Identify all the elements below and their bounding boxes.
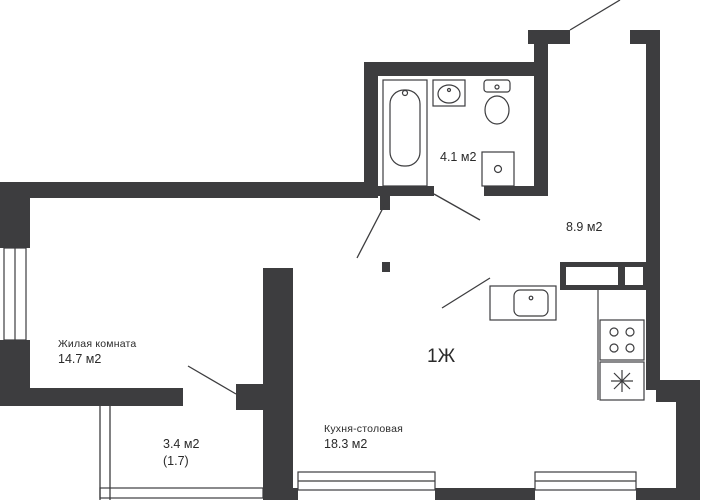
wall-bathroom-left [364, 62, 378, 198]
wall-right-bottom [676, 380, 700, 500]
wall-cutouts [518, 150, 643, 285]
wall-living-left-upper [0, 182, 30, 248]
living-room-name: Жилая комната [58, 338, 137, 350]
wall-pier [236, 384, 264, 410]
bathtub-icon [382, 79, 428, 187]
stove-icon [599, 319, 645, 361]
wall-kitchen-bottom-3 [636, 488, 700, 500]
kitchen-name: Кухня-столовая [324, 423, 404, 435]
balcony-area: 3.4 м2 [163, 437, 200, 451]
wall-living-bottom [0, 388, 183, 406]
balcony-reduced-area: (1.7) [163, 454, 189, 468]
balcony-outline [99, 406, 111, 500]
wall-kitchen-top [263, 268, 290, 278]
washbasin-icon [432, 79, 466, 107]
walls [0, 30, 700, 500]
wall-kitchen-bottom-1 [263, 488, 298, 500]
fridge-icon [599, 361, 645, 401]
wall-living-top [0, 182, 378, 198]
bathroom-area: 4.1 м2 [440, 150, 477, 164]
wall-stub-2 [382, 262, 390, 272]
window-balcony [99, 487, 264, 499]
living-room-area: 14.7 м2 [58, 352, 102, 366]
toilet-icon [483, 79, 511, 125]
wall-bathroom-bottom-right [484, 186, 548, 196]
shower-tray-icon [481, 151, 515, 187]
wall-bathroom-bottom [364, 186, 434, 196]
plan-code: 1Ж [427, 346, 456, 367]
wall-bathroom-top [364, 62, 548, 76]
window-icon [3, 247, 637, 499]
door-swing-icon [187, 0, 621, 395]
wall-bathroom-right [534, 30, 548, 196]
hall-area: 8.9 м2 [566, 220, 603, 234]
kitchen-sink-icon [489, 285, 557, 321]
wall-right [646, 30, 660, 390]
wall-notch [528, 30, 570, 44]
wall-kitchen-bottom-2 [435, 488, 535, 500]
wall-stub-1 [380, 196, 390, 210]
kitchen-area: 18.3 м2 [324, 437, 368, 451]
wall-partition-living-kitchen [263, 268, 293, 500]
